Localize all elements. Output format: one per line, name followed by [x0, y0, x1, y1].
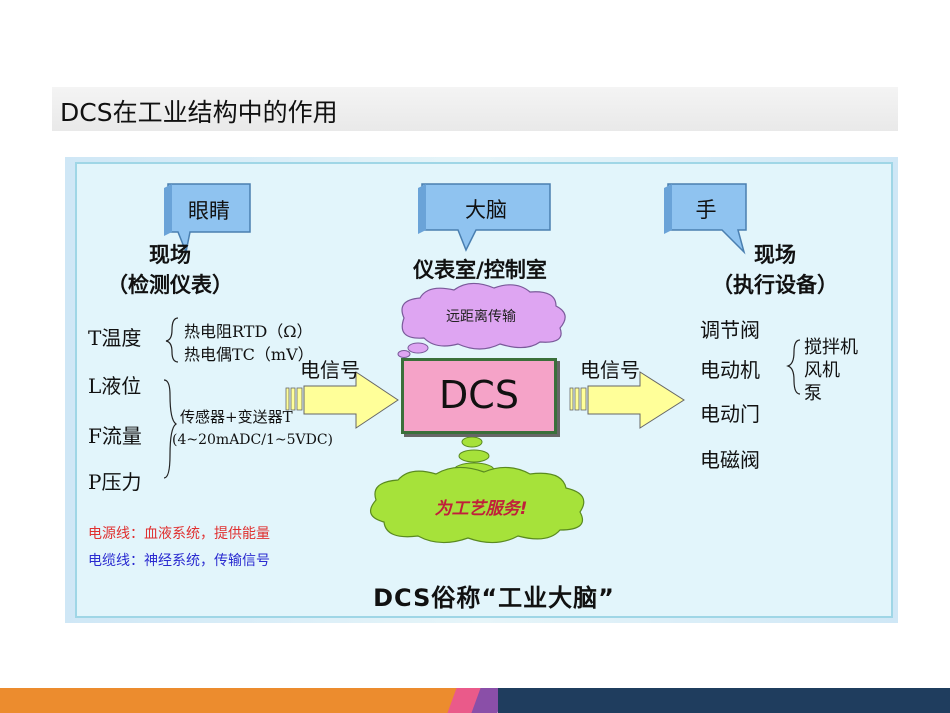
tc-label: 热电偶TC（mV）	[184, 345, 314, 364]
power-line-note: 电源线：血液系统，提供能量	[88, 526, 270, 542]
temperature-label: T温度	[88, 326, 142, 350]
left-signal-label: 电信号	[300, 358, 360, 382]
motor-label: 电动机	[700, 358, 760, 382]
cable-line-note: 电缆线：神经系统，传输信号	[88, 553, 270, 569]
mixer-label: 搅拌机	[804, 337, 858, 358]
eye-label: 眼睛	[188, 199, 230, 223]
motor-bracket	[786, 339, 801, 395]
pressure-label: P压力	[88, 470, 142, 494]
dcs-box: DCS	[401, 358, 557, 434]
footer-navy-band	[498, 688, 950, 713]
eye-bubble	[164, 183, 251, 255]
left-heading-line1: 现场	[149, 243, 191, 267]
bottom-title: DCS俗称“工业大脑”	[373, 584, 615, 612]
footer-orange-band	[0, 688, 460, 713]
right-signal-arrow	[569, 371, 685, 429]
title-bar: DCS在工业结构中的作用	[52, 87, 898, 131]
hand-label: 手	[695, 198, 717, 222]
left-heading-line2: （检测仪表）	[107, 273, 233, 297]
remote-transmission-label: 远距离传输	[446, 309, 516, 325]
fan-label: 风机	[804, 360, 840, 381]
hand-bubble	[664, 183, 747, 255]
brain-label: 大脑	[465, 198, 507, 222]
slide-title: DCS在工业结构中的作用	[60, 98, 338, 127]
right-heading-line2: （执行设备）	[712, 273, 838, 297]
door-label: 电动门	[700, 402, 760, 426]
solenoid-label: 电磁阀	[700, 448, 760, 472]
sensor-bracket	[163, 379, 178, 479]
service-label: 为工艺服务!	[434, 499, 528, 519]
transmitter-label: 传感器+变送器T	[180, 408, 293, 426]
service-cloud	[369, 436, 585, 544]
left-heading: 现场 （检测仪表）	[95, 240, 245, 300]
valve-label: 调节阀	[700, 318, 760, 342]
remote-transmission-cloud	[397, 282, 566, 358]
right-heading-line1: 现场	[754, 243, 796, 267]
center-heading: 仪表室/控制室	[413, 258, 547, 282]
pump-label: 泵	[804, 383, 822, 404]
dcs-label: DCS	[439, 373, 519, 417]
brain-bubble	[418, 183, 551, 252]
level-label: L液位	[88, 374, 142, 398]
left-signal-arrow	[285, 371, 399, 429]
flow-label: F流量	[88, 424, 142, 448]
temperature-bracket	[165, 317, 179, 363]
right-signal-label: 电信号	[580, 358, 640, 382]
signal-range-label: (4~20mADC/1~5VDC)	[172, 432, 334, 448]
right-heading: 现场 （执行设备）	[700, 240, 850, 300]
rtd-label: 热电阻RTD（Ω）	[184, 322, 313, 341]
